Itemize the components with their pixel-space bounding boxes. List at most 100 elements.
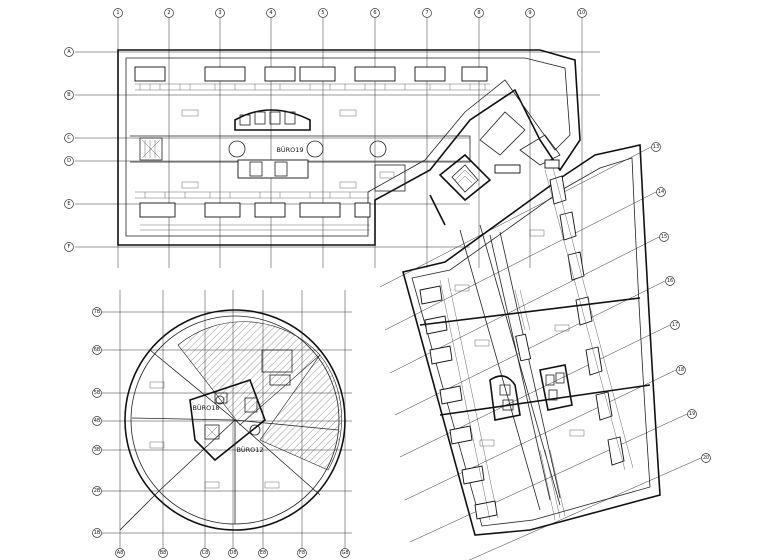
svg-text:19: 19 (689, 411, 695, 417)
top-outer-wall (117, 49, 581, 246)
svg-text:D8: D8 (229, 550, 236, 556)
grid-bubble-row-5B: 5B (92, 388, 102, 398)
grid-bubble-col-G8: G8 (340, 548, 350, 558)
svg-text:13: 13 (653, 144, 659, 150)
top-space-label: BÜRO19 (276, 145, 303, 154)
grid-bubble-row-16: 16 (665, 276, 675, 286)
svg-text:5B: 5B (94, 390, 101, 396)
grid-bubble-col-3: 3 (215, 8, 225, 18)
svg-text:G8: G8 (341, 550, 348, 556)
grid-bubble-col-A8: A8 (115, 548, 125, 558)
grid-bubble-row-17: 17 (670, 320, 680, 330)
svg-text:7B: 7B (94, 309, 101, 315)
svg-text:B8: B8 (160, 550, 167, 556)
angled-inner-wall (411, 157, 651, 527)
angled-cores (489, 364, 573, 521)
grid-bubble-row-7B: 7B (92, 307, 102, 317)
angled-block (379, 144, 702, 560)
grid-line-row-19 (409, 413, 688, 543)
grid-bubble-col-2: 2 (164, 8, 174, 18)
angled-grid-rows (379, 146, 702, 560)
svg-text:A: A (67, 49, 71, 55)
grid-bubble-row-A: A (64, 47, 74, 57)
grid-bubble-col-8: 8 (474, 8, 484, 18)
svg-text:1: 1 (116, 10, 119, 16)
svg-text:E8: E8 (260, 550, 266, 556)
svg-text:2: 2 (167, 10, 170, 16)
grid-bubble-row-6B: 6B (92, 345, 102, 355)
round-core: BÜRO18 BÜRO12 (189, 349, 293, 462)
grid-bubble-row-1B: 1B (92, 528, 102, 538)
svg-text:9: 9 (528, 10, 531, 16)
svg-text:D: D (67, 158, 71, 164)
grid-bubble-row-19: 19 (687, 409, 697, 419)
top-central-core: BÜRO19 (234, 109, 311, 179)
svg-text:4: 4 (269, 10, 272, 16)
grid-line-row-20 (468, 457, 702, 560)
grid-bubble-row-13: 13 (651, 142, 661, 152)
svg-text:A8: A8 (117, 550, 124, 556)
grid-line-row-14 (384, 191, 657, 331)
grid-bubble-row-18: 18 (676, 365, 686, 375)
svg-text:F: F (68, 244, 71, 250)
svg-text:5: 5 (321, 10, 324, 16)
top-grid-columns (117, 18, 583, 268)
grid-bubble-row-B: B (64, 90, 74, 100)
angled-corridor (419, 224, 651, 511)
grid-bubble-col-E8: E8 (258, 548, 268, 558)
grid-bubble-row-D: D (64, 156, 74, 166)
grid-bubble-col-F8: F8 (297, 548, 307, 558)
round-room-tags (149, 381, 280, 489)
svg-text:1B: 1B (94, 530, 101, 536)
svg-text:15: 15 (661, 234, 667, 240)
top-atrium (429, 111, 561, 226)
grid-bubble-row-3B: 3B (92, 445, 102, 455)
svg-text:2B: 2B (94, 488, 101, 494)
grid-bubble-col-6: 6 (370, 8, 380, 18)
round-space-label-2: BÜRO12 (236, 445, 263, 454)
round-block: BÜRO18 BÜRO12 (102, 290, 352, 548)
angled-room-tags (454, 229, 585, 447)
grid-bubble-col-10: 10 (577, 8, 587, 18)
svg-text:6: 6 (373, 10, 376, 16)
round-hatch-east (259, 354, 342, 471)
grid-bubble-row-E: E (64, 199, 74, 209)
round-hatch-north (177, 321, 321, 426)
top-room-tags (181, 109, 395, 189)
grid-bubble-row-C: C (64, 133, 74, 143)
top-inner-wall (125, 57, 571, 237)
svg-text:14: 14 (658, 189, 664, 195)
grid-bubble-row-4B: 4B (92, 416, 102, 426)
svg-text:16: 16 (667, 278, 673, 284)
svg-text:E: E (67, 201, 70, 207)
grid-bubble-row-20: 20 (701, 453, 711, 463)
grid-bubble-row-15: 15 (659, 232, 669, 242)
svg-text:C: C (67, 135, 71, 141)
top-facade-north (134, 66, 490, 91)
top-facade-south (135, 191, 371, 231)
svg-text:10: 10 (579, 10, 585, 16)
svg-text:B: B (67, 92, 71, 98)
grid-bubble-col-4: 4 (266, 8, 276, 18)
svg-text:20: 20 (703, 455, 709, 461)
svg-text:8: 8 (477, 10, 480, 16)
grid-bubble-row-14: 14 (656, 187, 666, 197)
grid-bubble-row-F: F (64, 242, 74, 252)
svg-text:3B: 3B (94, 447, 101, 453)
angled-facade-east (544, 167, 634, 471)
svg-text:3: 3 (218, 10, 221, 16)
svg-text:18: 18 (678, 367, 684, 373)
grid-bubble-col-9: 9 (525, 8, 535, 18)
grid-bubble-col-5: 5 (318, 8, 328, 18)
round-space-label-1: BÜRO18 (192, 403, 219, 412)
grid-bubble-col-7: 7 (422, 8, 432, 18)
svg-text:C8: C8 (202, 550, 209, 556)
grid-bubble-col-C8: C8 (200, 548, 210, 558)
svg-text:4B: 4B (94, 418, 101, 424)
grid-line-row-18 (404, 369, 677, 501)
grid-bubble-col-1: 1 (113, 8, 123, 18)
angled-facade-west (419, 277, 499, 521)
grid-line-row-17 (399, 324, 671, 458)
